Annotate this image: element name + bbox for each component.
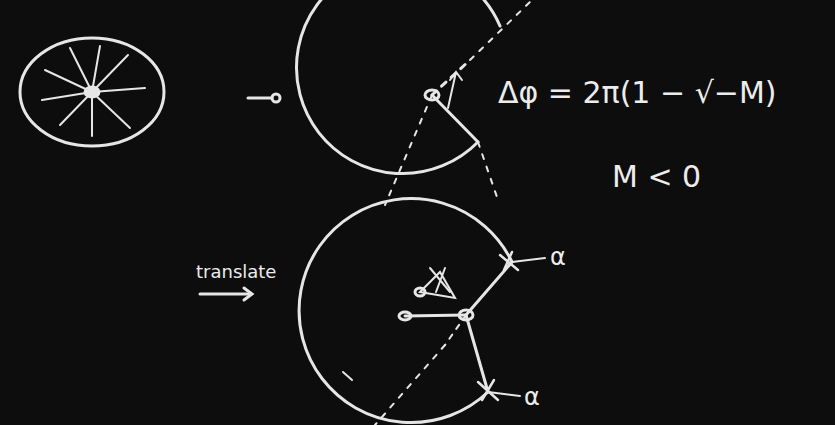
point — [399, 312, 411, 320]
disk-outline — [20, 38, 164, 146]
condition: M < 0 — [612, 160, 701, 193]
maps-to-arrow — [248, 97, 272, 100]
geodesic — [405, 315, 466, 316]
operation-label: translate — [196, 262, 276, 282]
formula: Δφ = 2π(1 − √−M) — [498, 76, 777, 109]
arrow-head — [272, 94, 280, 102]
translate-arrow — [200, 293, 250, 296]
angle-label: α — [550, 244, 566, 270]
dashed-extension — [470, 2, 530, 60]
point-mass — [85, 87, 99, 97]
dashed-line — [385, 95, 432, 205]
apex-point — [425, 90, 439, 100]
dashed-line — [445, 315, 466, 345]
dashed-extension — [478, 142, 498, 200]
dashed-line — [375, 345, 445, 425]
angle-arrow — [448, 72, 462, 108]
leader-line — [512, 258, 545, 262]
arrow-head — [244, 288, 252, 300]
cross-mark — [478, 380, 498, 400]
angle-label: α — [524, 384, 540, 410]
translated-space-outline — [299, 199, 512, 423]
tick-mark — [343, 372, 352, 380]
conical-space-outline — [297, 0, 500, 174]
wedge-edge — [432, 95, 478, 142]
cross-mark — [430, 268, 450, 292]
wedge-edge — [466, 315, 488, 392]
radial-lines — [42, 46, 145, 136]
point — [415, 288, 425, 296]
cross-mark — [500, 252, 518, 270]
